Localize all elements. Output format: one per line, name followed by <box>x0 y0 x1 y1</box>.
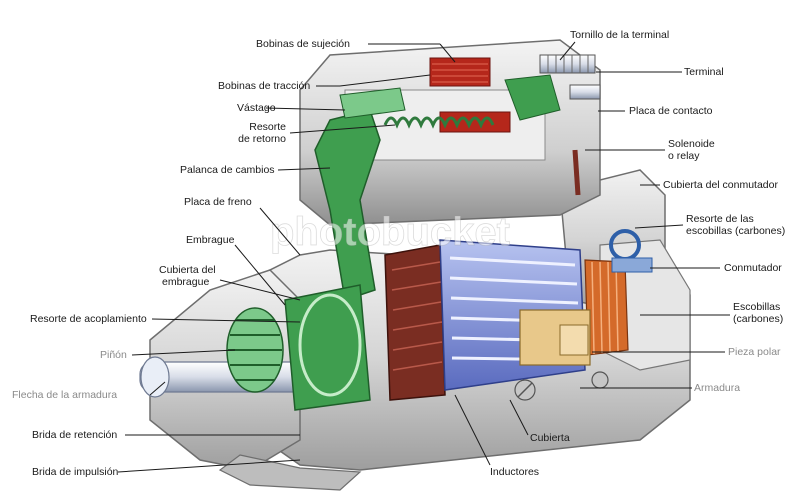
label-resorte-retorno-1: Resorte <box>249 121 286 133</box>
label-placa-freno: Placa de freno <box>184 196 252 208</box>
mounting-flange <box>218 454 362 491</box>
label-cubierta-embrague-2: embrague <box>162 276 210 288</box>
label-bobinas-traccion: Bobinas de tracción <box>218 80 311 92</box>
housing-screw <box>591 371 609 389</box>
watermark-text: photobucket <box>270 210 510 254</box>
label-terminal: Terminal <box>684 66 724 78</box>
commutator-segments <box>584 259 629 356</box>
label-conmutador: Conmutador <box>724 262 782 274</box>
shift-lever <box>314 109 381 301</box>
label-pieza-polar: Pieza polar <box>728 346 781 358</box>
solenoid-lead <box>572 149 581 196</box>
label-pinon: Piñón <box>100 349 127 361</box>
label-escobillas-2: (carbones) <box>733 313 784 325</box>
label-vastago: Vástago <box>237 102 276 114</box>
label-flecha-armadura: Flecha de la armadura <box>12 389 118 401</box>
label-resorte-escobillas-1: Resorte de las <box>686 213 754 225</box>
label-embrague: Embrague <box>186 234 235 246</box>
clutch <box>284 284 371 411</box>
pull-in-coil <box>439 111 511 133</box>
label-resorte-retorno-2: de retorno <box>238 133 286 145</box>
label-inductores: Inductores <box>490 466 540 478</box>
label-cubierta-conmutador: Cubierta del conmutador <box>663 179 778 191</box>
label-palanca-cambios: Palanca de cambios <box>180 164 275 176</box>
label-cubierta-embrague-1: Cubierta del <box>159 264 216 276</box>
label-armadura: Armadura <box>694 382 741 394</box>
holding-coil <box>429 57 491 87</box>
label-cubierta: Cubierta <box>530 432 570 444</box>
brush <box>559 324 589 356</box>
label-solenoide-2: o relay <box>668 150 700 162</box>
label-brida-retencion: Brida de retención <box>32 429 118 441</box>
return-spring <box>383 116 495 129</box>
clutch-ring <box>298 293 362 397</box>
terminal-bolt <box>539 54 596 74</box>
label-tornillo-terminal: Tornillo de la terminal <box>570 29 670 41</box>
label-brida-impulsion: Brida de impulsión <box>32 466 119 478</box>
leader-lines <box>117 41 730 473</box>
label-placa-contacto: Placa de contacto <box>629 105 713 117</box>
label-resorte-acoplamiento: Resorte de acoplamiento <box>30 313 147 325</box>
label-solenoide-1: Solenoide <box>668 138 715 150</box>
label-bobinas-sujecion: Bobinas de sujeción <box>256 38 350 50</box>
contact-plate-green <box>504 74 561 121</box>
label-resorte-escobillas-2: escobillas (carbones) <box>686 225 786 237</box>
shaft-end <box>140 356 170 398</box>
pinion-gear <box>226 307 284 393</box>
terminal-stud <box>569 84 601 100</box>
brush-spring-post <box>611 257 653 273</box>
label-escobillas-1: Escobillas <box>733 301 781 313</box>
